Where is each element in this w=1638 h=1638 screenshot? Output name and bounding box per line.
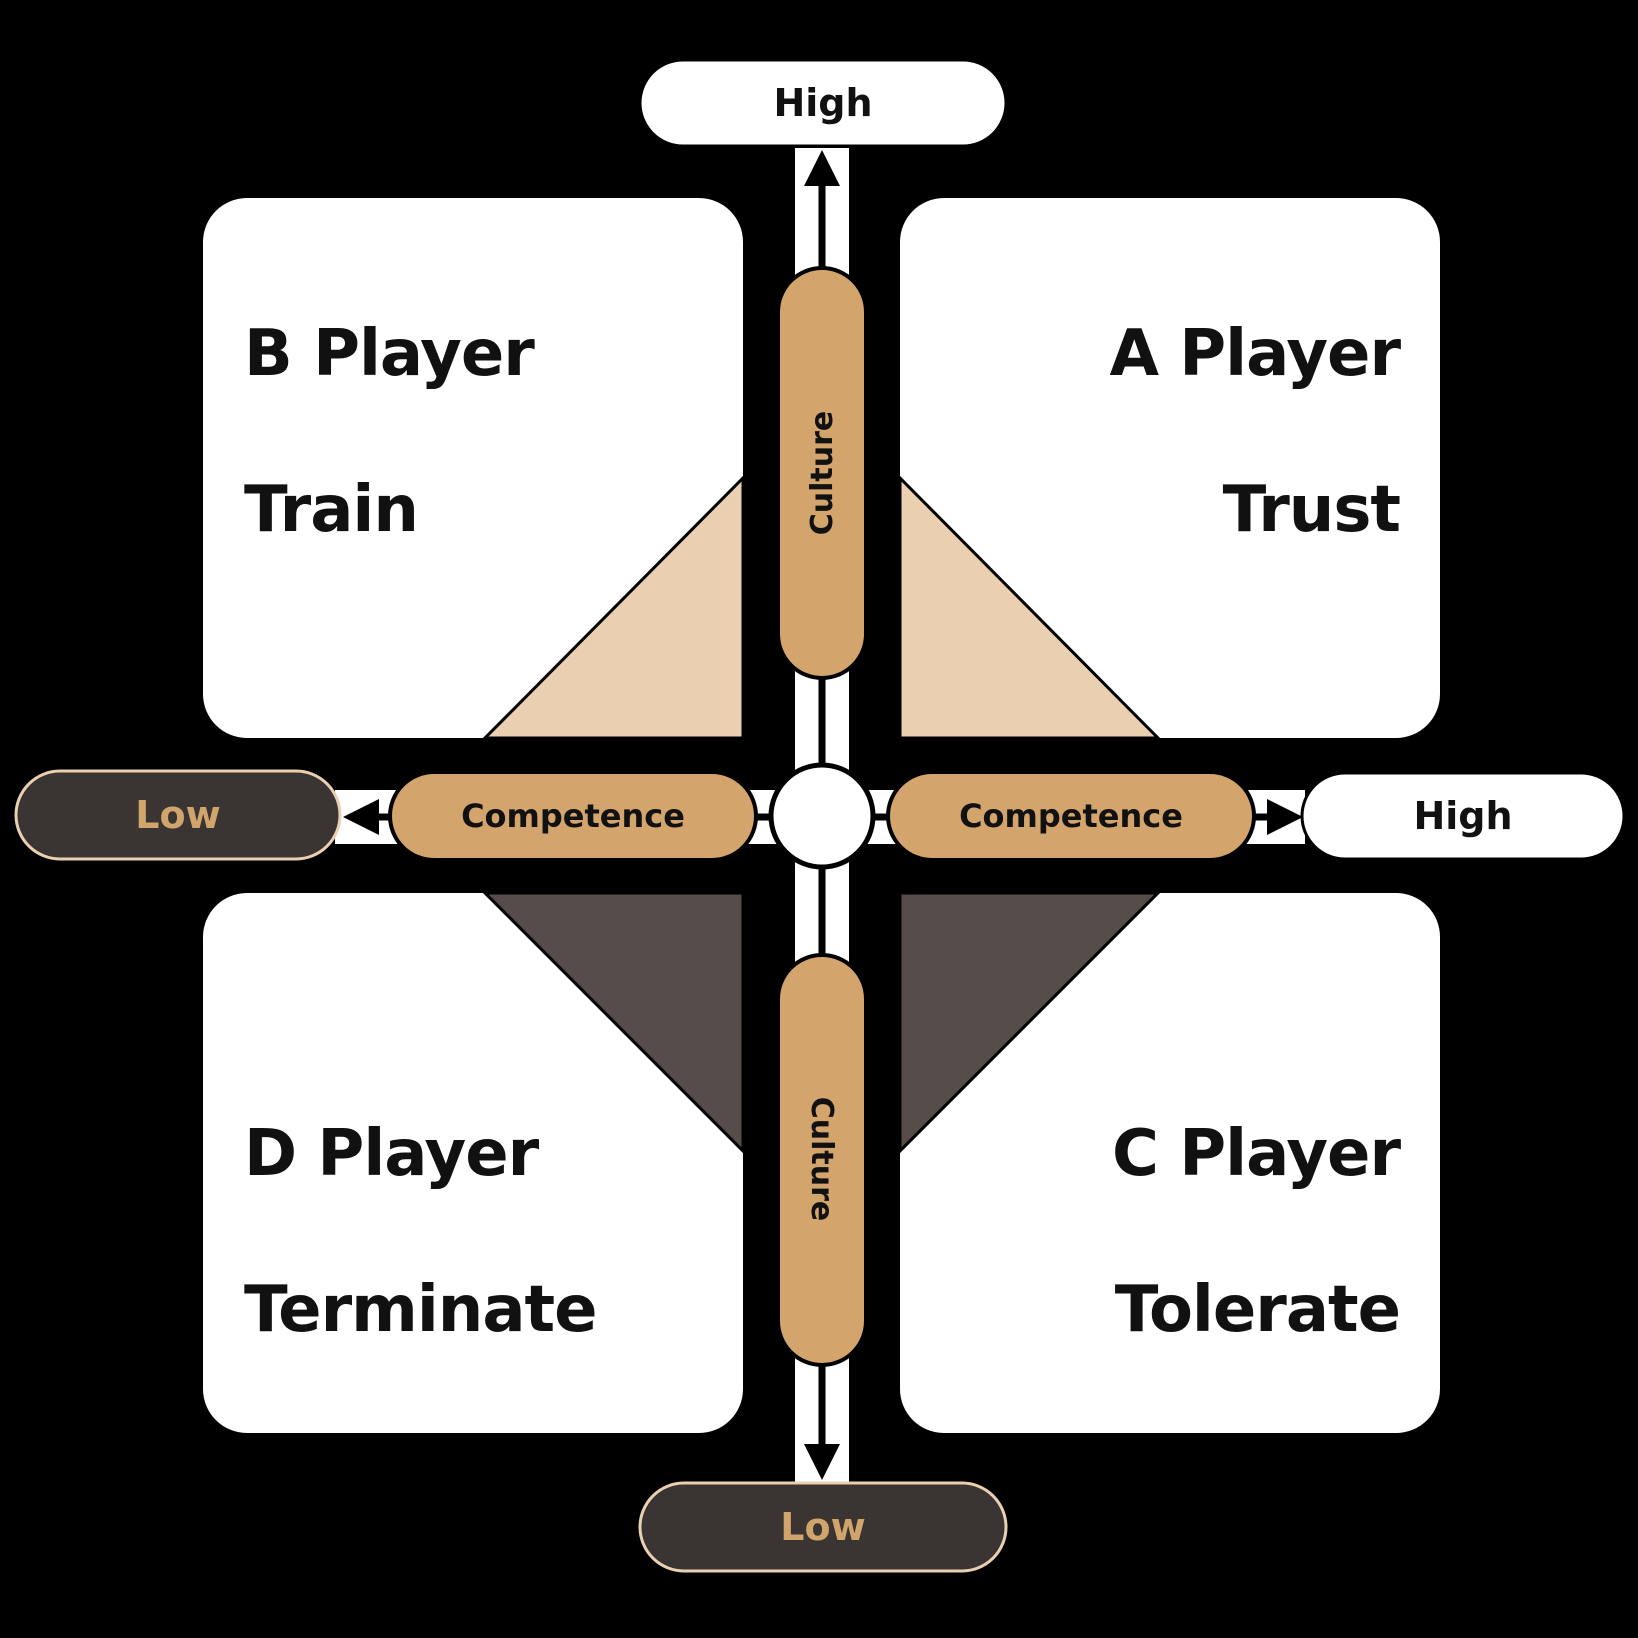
competence-label-left: Competence — [461, 797, 685, 835]
triangle-bottom-left — [481, 891, 745, 1155]
triangle-top-right — [898, 474, 1162, 740]
end-pill-top — [638, 58, 1008, 148]
culture-low-label: Low — [780, 1505, 866, 1549]
quadrant-box-bottom-left — [203, 893, 743, 1433]
quadrant-title-a-player: A Player — [1109, 317, 1401, 391]
quadrant-title-d-player: D Player — [244, 1117, 539, 1191]
end-pill-left — [14, 769, 342, 861]
arrow-right — [1267, 799, 1303, 835]
triangle-top-left — [481, 474, 745, 740]
culture-pill-top — [776, 266, 868, 680]
quadrant-box-top-left — [203, 198, 743, 738]
culture-pill-bottom — [776, 953, 868, 1367]
competence-low-label: Low — [135, 793, 221, 837]
arrow-left — [343, 799, 379, 835]
end-pill-right — [1300, 771, 1626, 861]
arrow-up — [804, 150, 840, 186]
arrow-down — [804, 1444, 840, 1480]
quadrant-title-b-player: B Player — [244, 317, 535, 391]
culture-label-top: Culture — [804, 410, 840, 536]
end-pill-bottom — [638, 1481, 1008, 1573]
quadrant-action-tolerate: Tolerate — [1114, 1273, 1401, 1347]
competence-label-right: Competence — [959, 797, 1183, 835]
quadrant-box-top-right — [900, 198, 1440, 738]
quadrant-title-c-player: C Player — [1112, 1117, 1401, 1191]
competence-pill-left — [388, 770, 758, 862]
culture-label-bottom: Culture — [804, 1096, 840, 1222]
quadrant-action-train: Train — [244, 473, 419, 547]
competence-high-label: High — [1413, 794, 1513, 838]
competence-pill-right — [886, 770, 1256, 862]
triangle-bottom-right — [898, 891, 1162, 1155]
quadrant-action-terminate: Terminate — [244, 1273, 597, 1347]
culture-high-label: High — [773, 81, 873, 125]
center-circle — [768, 762, 876, 870]
quadrant-box-bottom-right — [900, 893, 1440, 1433]
quadrant-action-trust: Trust — [1222, 473, 1401, 547]
